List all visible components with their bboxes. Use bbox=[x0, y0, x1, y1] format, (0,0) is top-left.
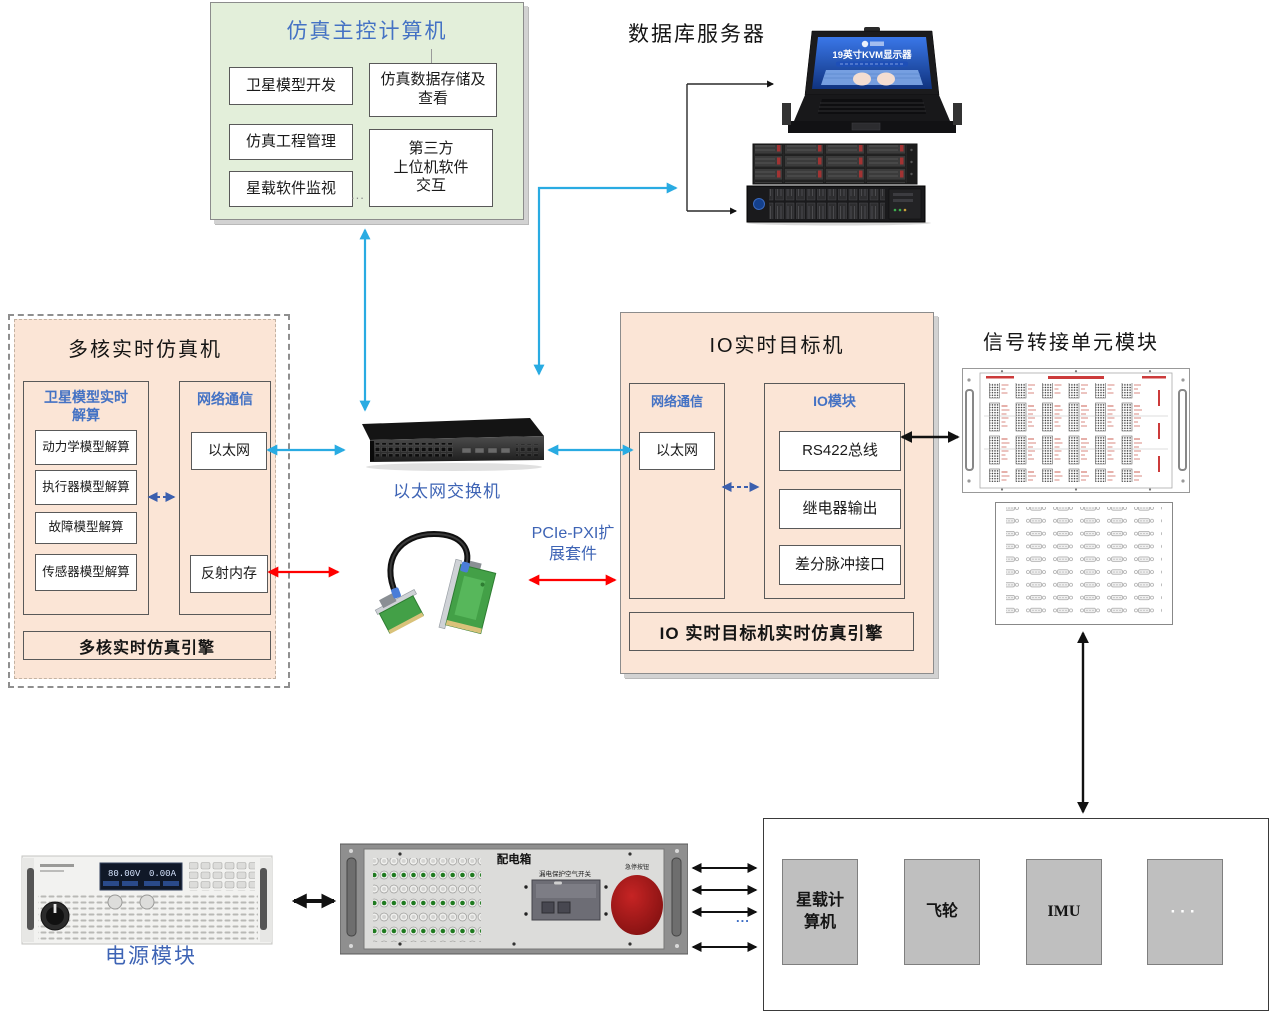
pdu-image: 配电箱 漏电保护空气开关 急停按钮 bbox=[340, 843, 688, 955]
pdu-arrows-ellipsis: ... bbox=[736, 910, 750, 925]
pdu-to-satellite-links bbox=[691, 863, 758, 952]
satellite-onboard-computer: 星载计 算机 bbox=[782, 859, 858, 965]
multicore-simulator-box: 多核实时仿真机 卫星模型实时 解算 动力学模型解算 执行器模型解算 故障模型解算… bbox=[14, 319, 276, 679]
multicore-reflective-memory-box: 反射内存 bbox=[190, 555, 268, 593]
io-network-title: 网络通信 bbox=[650, 394, 703, 409]
io-engine-bar: IO 实时目标机实时仿真引擎 bbox=[629, 612, 914, 651]
module-onboard-sw-monitor: 星载软件监视 bbox=[229, 171, 353, 207]
module-sim-project-mgmt: 仿真工程管理 bbox=[229, 124, 353, 160]
master-ellipsis: ... bbox=[351, 187, 365, 202]
io-diff-pulse-box: 差分脉冲接口 bbox=[779, 545, 901, 585]
io-ethernet-box: 以太网 bbox=[639, 432, 715, 470]
multicore-simulator-outer bbox=[8, 314, 290, 688]
io-network-panel: 网络通信 以太网 bbox=[629, 383, 725, 599]
io-module-panel: IO模块 RS422总线 继电器输出 差分脉冲接口 bbox=[764, 383, 905, 599]
signal-transfer-panel-image bbox=[995, 502, 1173, 625]
io-rs422-box: RS422总线 bbox=[779, 431, 901, 471]
satellite-more: ··· bbox=[1147, 859, 1223, 965]
signal-transfer-rack-image bbox=[962, 368, 1190, 493]
database-server-label: 数据库服务器 bbox=[628, 23, 766, 46]
satellite-solver-panel-title: 卫星模型实时 解算 bbox=[44, 389, 128, 424]
solver-fault: 故障模型解算 bbox=[35, 512, 137, 544]
io-target-box: IO实时目标机 网络通信 以太网 IO模块 RS422总线 继电器输出 差分脉冲… bbox=[620, 312, 934, 674]
power-module-label: 电源模块 bbox=[105, 945, 197, 968]
satellite-solver-panel: 卫星模型实时 解算 动力学模型解算 执行器模型解算 故障模型解算 传感器模型解算 bbox=[23, 381, 149, 615]
kvm-screen-text: 19英寸KVM显示器 bbox=[832, 49, 912, 61]
satellite-flywheel: 飞轮 bbox=[904, 859, 980, 965]
power-supply-image: 80.00V 0.00A bbox=[21, 855, 273, 945]
io-target-title: IO实时目标机 bbox=[709, 335, 845, 357]
pdu-label-text: 配电箱 bbox=[497, 852, 532, 866]
power-display-amp: 0.00A bbox=[149, 869, 177, 879]
multicore-network-title: 网络通信 bbox=[197, 391, 253, 407]
pcie-pxi-label: PCIe-PXI扩 展套件 bbox=[531, 525, 615, 563]
multicore-network-panel: 网络通信 以太网 反射内存 bbox=[179, 381, 271, 615]
multicore-ethernet-box: 以太网 bbox=[191, 432, 267, 470]
solver-dynamics: 动力学模型解算 bbox=[35, 430, 137, 465]
multicore-title: 多核实时仿真机 bbox=[68, 339, 222, 361]
solver-sensor: 传感器模型解算 bbox=[35, 554, 137, 591]
io-relay-box: 继电器输出 bbox=[779, 489, 901, 529]
module-satellite-model-dev: 卫星模型开发 bbox=[229, 67, 353, 105]
io-module-title: IO模块 bbox=[813, 393, 856, 409]
master-computer-title: 仿真主控计算机 bbox=[286, 20, 448, 43]
module-thirdparty-sw: 第三方 上位机软件 交互 bbox=[369, 129, 493, 207]
master-computer-box: 仿真主控计算机 卫星模型开发 仿真工程管理 星载软件监视 ... 仿真数据存储及… bbox=[210, 2, 524, 220]
satellite-imu: IMU bbox=[1026, 859, 1102, 965]
pdu-estop-label: 急停按钮 bbox=[625, 863, 649, 871]
solver-actuator: 执行器模型解算 bbox=[35, 470, 137, 505]
pcie-pxi-cable-image bbox=[374, 530, 497, 635]
ethernet-switch-label: 以太网交换机 bbox=[393, 482, 501, 501]
title-connector-line bbox=[431, 49, 432, 64]
module-sim-data-storage: 仿真数据存储及 查看 bbox=[369, 63, 497, 117]
ethernet-switch-image bbox=[362, 418, 544, 471]
kvm-console-image: 19英寸KVM显示器 bbox=[782, 27, 962, 133]
satellite-hardware-box: 星载计 算机 飞轮 IMU ··· bbox=[763, 818, 1269, 1011]
signal-transfer-label: 信号转接单元模块 bbox=[983, 332, 1159, 354]
multicore-engine-bar: 多核实时仿真引擎 bbox=[23, 631, 271, 660]
rack-server-image bbox=[746, 143, 931, 226]
pdu-breaker-label: 漏电保护空气开关 bbox=[539, 869, 592, 878]
power-display-volt: 80.00V bbox=[108, 869, 141, 879]
